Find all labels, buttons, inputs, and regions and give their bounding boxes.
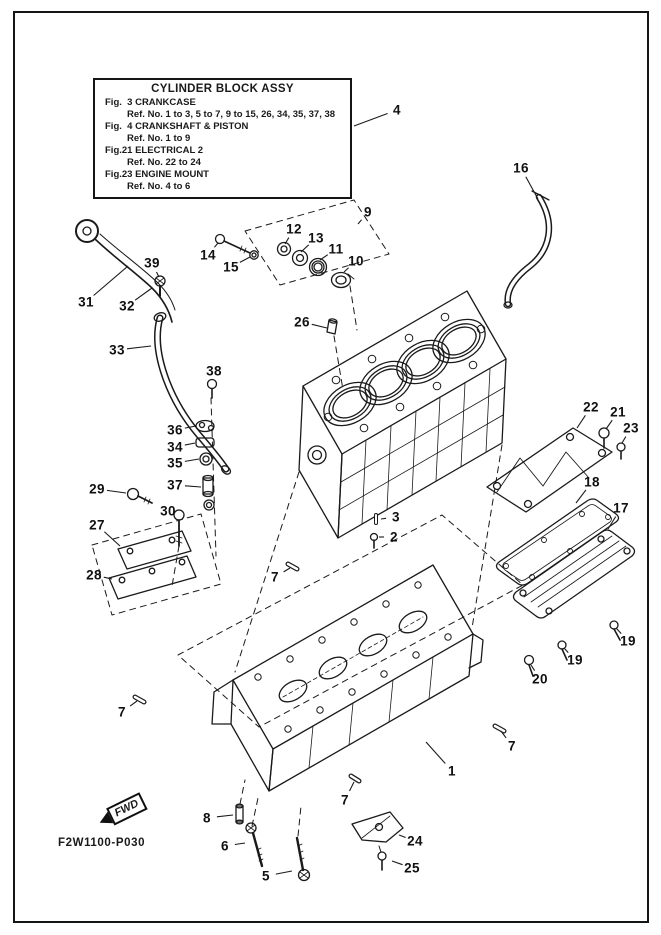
fig-line-3: Fig.21 ELECTRICAL 2 (105, 145, 204, 156)
fitting-set-drawing (214, 233, 355, 335)
callout-13: 13 (308, 230, 324, 246)
ref-line-2: Ref. No. 1 to 9 (127, 133, 191, 144)
callout-19: 19 (567, 652, 583, 668)
callout-36: 36 (167, 422, 183, 438)
callout-37: 37 (167, 477, 183, 493)
callout-16: 16 (513, 160, 529, 176)
callout-21: 21 (610, 404, 626, 420)
callout-11: 11 (328, 241, 344, 257)
callout-28: 28 (86, 567, 102, 583)
callout-19: 19 (620, 633, 636, 649)
callout-14: 14 (200, 247, 216, 263)
ref-line-3: Ref. No. 22 to 24 (127, 157, 201, 168)
dipstick-drawing (75, 219, 232, 475)
callout-34: 34 (167, 439, 183, 455)
callout-18: 18 (584, 474, 600, 490)
callout-7: 7 (341, 792, 349, 808)
bottom-hardware-drawing (235, 803, 404, 882)
callout-27: 27 (89, 517, 105, 533)
plate-set-drawing (108, 487, 197, 600)
callout-26: 26 (294, 314, 310, 330)
callout-33: 33 (109, 342, 125, 358)
callout-7: 7 (271, 569, 279, 585)
callout-30: 30 (160, 503, 176, 519)
callout-22: 22 (583, 399, 599, 415)
callout-20: 20 (532, 671, 548, 687)
callout-5: 5 (262, 868, 270, 884)
callout-7: 7 (508, 738, 516, 754)
fig-line-1: Fig. 3 CRANKCASE (105, 97, 196, 108)
title-box: CYLINDER BLOCK ASSY Fig. 3 CRANKCASE Ref… (93, 78, 352, 199)
callout-15: 15 (223, 259, 239, 275)
pin-drawing (132, 513, 507, 784)
callout-9: 9 (364, 204, 372, 220)
callout-12: 12 (286, 221, 302, 237)
bracket-drawing (486, 427, 626, 513)
callout-24: 24 (407, 833, 423, 849)
callout-23: 23 (623, 420, 639, 436)
part-code: F2W1100-P030 (58, 837, 146, 849)
ref-line-1: Ref. No. 1 to 3, 5 to 7, 9 to 15, 26, 34… (127, 109, 336, 120)
callout-2: 2 (390, 529, 398, 545)
callout-38: 38 (206, 363, 222, 379)
callout-32: 32 (119, 298, 135, 314)
cover-drawing (495, 498, 636, 677)
callout-6: 6 (221, 838, 229, 854)
ref-line-4: Ref. No. 4 to 6 (127, 181, 191, 192)
callout-35: 35 (167, 455, 183, 471)
callout-31: 31 (78, 294, 94, 310)
fig-line-2: Fig. 4 CRANKSHAFT & PISTON (105, 121, 249, 132)
crankcase-drawing (211, 564, 484, 792)
cylinder-block-drawing (298, 290, 507, 539)
callout-25: 25 (404, 860, 420, 876)
fig-line-4: Fig.23 ENGINE MOUNT (105, 169, 209, 180)
callout-3: 3 (392, 509, 400, 525)
callout-8: 8 (203, 810, 211, 826)
callout-1: 1 (448, 763, 456, 779)
callout-10: 10 (348, 253, 364, 269)
callout-39: 39 (144, 255, 160, 271)
title-box-title: CYLINDER BLOCK ASSY (151, 83, 294, 95)
callout-4: 4 (393, 102, 401, 118)
callout-17: 17 (613, 500, 629, 516)
callout-7: 7 (118, 704, 126, 720)
callout-29: 29 (89, 481, 105, 497)
